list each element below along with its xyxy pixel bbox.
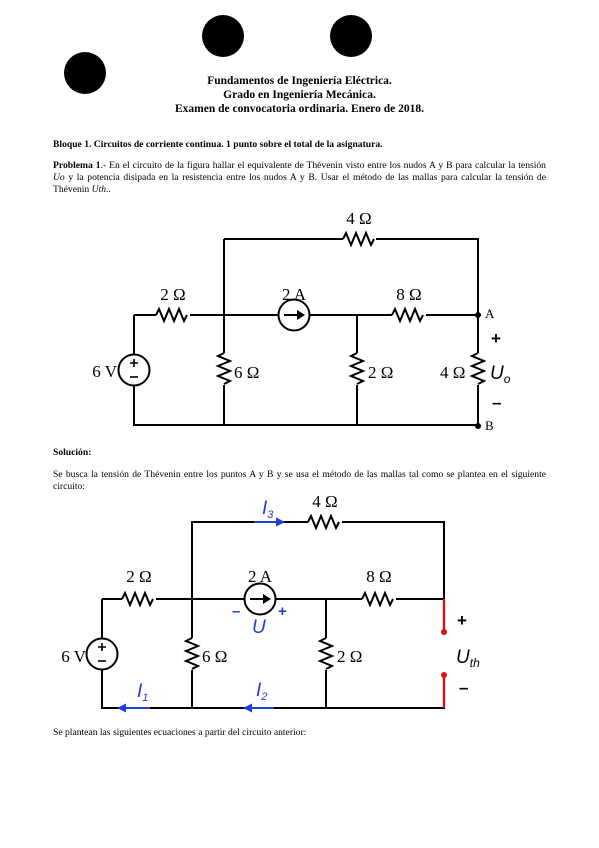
c2-r-left-label: 2 Ω: [126, 567, 151, 586]
binder-hole-right: [330, 15, 372, 57]
c2-i1-label: I1: [137, 681, 148, 704]
header-line-1: Fundamentos de Ingeniería Eléctrica.: [207, 75, 392, 87]
problem-text-3: ..: [106, 184, 111, 195]
problem-uo: Uo: [53, 172, 65, 183]
problem-text-1: .- En el circuito de la figura hallar el…: [100, 160, 546, 171]
problem-text-2: y la potencia disipada en la resistencia…: [53, 172, 546, 195]
bloque-heading: Bloque 1. Circuitos de corriente continu…: [53, 139, 383, 150]
binder-hole-left: [64, 52, 106, 94]
c1-minus: –: [492, 393, 501, 412]
c2-i2-label: I2: [256, 680, 267, 703]
c2-uth-label: Uth: [456, 647, 480, 670]
c2-i3-label: I3: [262, 498, 274, 521]
c2-u-plus: +: [278, 603, 287, 620]
c2-r-mid2-label: 2 Ω: [337, 647, 362, 666]
c1-r-top-label: 4 Ω: [346, 209, 371, 228]
problem-label: Problema 1: [53, 160, 101, 171]
closing-text: Se plantean las siguientes ecuaciones a …: [53, 727, 307, 738]
c2-u-minus: –: [232, 603, 240, 620]
solution-text: Se busca la tensión de Thévenin entre lo…: [53, 469, 546, 492]
c2-source-i-label: 2 A: [248, 567, 273, 586]
circuit-diagram-1: 4 Ω 2 Ω 2 A 8 Ω A B + – 6 V 6 Ω 2 Ω 4 Ω …: [92, 209, 511, 433]
c2-r-right-label: 8 Ω: [366, 567, 391, 586]
c1-source-v-label: 6 V: [92, 362, 117, 381]
c1-node-b: B: [485, 418, 494, 433]
c1-r-left-label: 2 Ω: [160, 285, 185, 304]
c2-r-mid1-label: 6 Ω: [202, 647, 227, 666]
c2-minus: –: [459, 678, 468, 697]
c1-plus: +: [491, 329, 501, 348]
c1-r-load-label: 4 Ω: [440, 363, 465, 382]
header-line-2: Grado en Ingeniería Mecánica.: [223, 89, 376, 101]
c2-r-top-label: 4 Ω: [312, 492, 337, 511]
solution-title: Solución:: [53, 447, 92, 458]
c1-source-i-label: 2 A: [282, 285, 307, 304]
binder-hole-center: [202, 15, 244, 57]
c1-uo-label: Uo: [490, 363, 511, 386]
c2-plus: +: [457, 611, 467, 630]
problem-statement: Problema 1.- En el circuito de la figura…: [53, 160, 546, 196]
problem-uth: Uth: [91, 184, 107, 195]
header-line-3: Examen de convocatoria ordinaria. Enero …: [175, 103, 424, 115]
c2-source-v-label: 6 V: [61, 647, 86, 666]
c1-r-right-label: 8 Ω: [396, 285, 421, 304]
circuit-diagram-2: I3 4 Ω 2 Ω 2 A 8 Ω – + U + – 6 V 6 Ω 2 Ω…: [61, 492, 480, 713]
c2-u-label: U: [252, 617, 266, 638]
c1-r-mid2-label: 2 Ω: [368, 363, 393, 382]
c1-r-mid1-label: 6 Ω: [234, 363, 259, 382]
c1-node-a: A: [485, 306, 495, 321]
